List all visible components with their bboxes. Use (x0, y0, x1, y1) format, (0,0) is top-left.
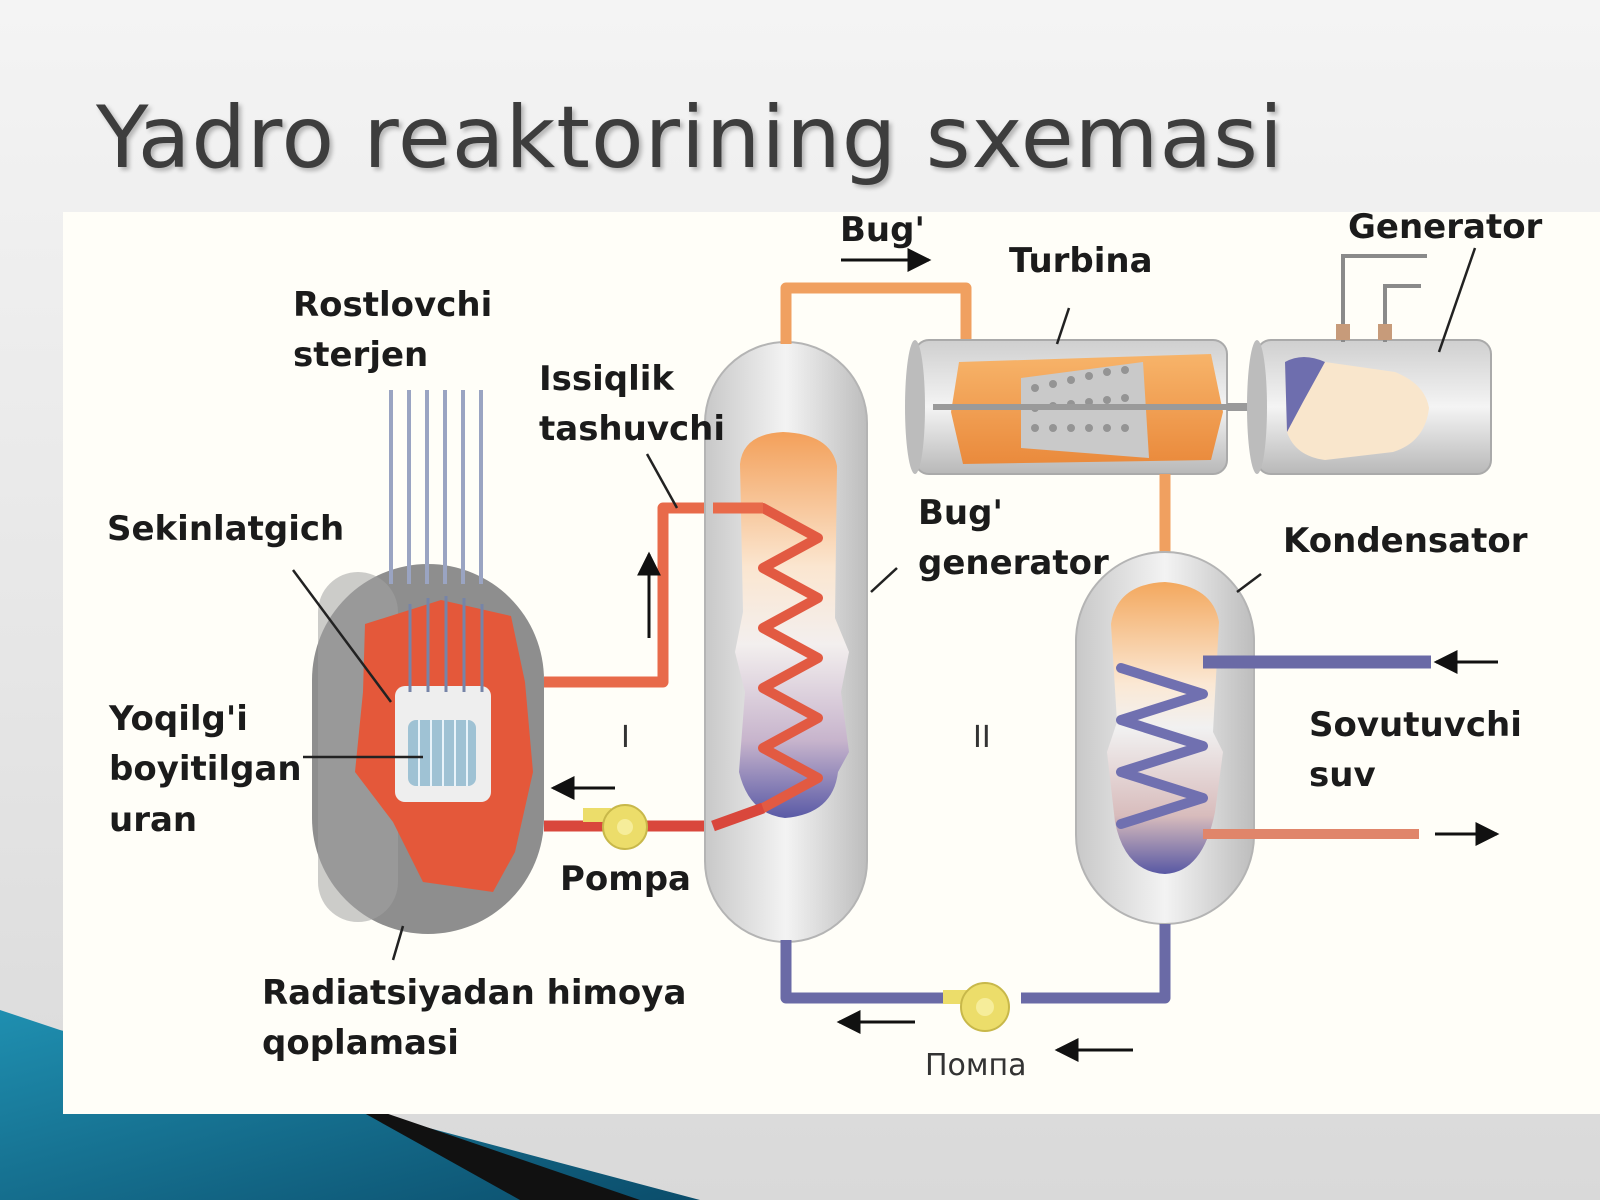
label-condenser: Kondensator (1283, 521, 1528, 561)
condenser-vessel (1075, 551, 1431, 925)
primary-pump (583, 804, 648, 850)
label-steam: Bug' (840, 210, 925, 250)
steam-pipe (780, 282, 972, 344)
secondary-return-pipes (780, 924, 1171, 1004)
reactor-schematic-graphic (291, 247, 1500, 1062)
turbine-unit (905, 339, 1257, 475)
label-pump: Pompa (560, 859, 691, 899)
label-cooling-water: Sovutuvchi suv (1309, 705, 1522, 796)
label-radiation-shield: Radiatsiyadan himoya qoplamasi (262, 973, 687, 1064)
label-circuit-one: I (621, 720, 630, 755)
label-generator: Generator (1348, 207, 1543, 247)
electric-generator (1227, 254, 1492, 475)
steam-generator-vessel (704, 341, 868, 943)
label-fuel: Yoqilg'i boyitilgan uran (109, 699, 302, 840)
label-pump-ru: Помпа (925, 1048, 1027, 1083)
slide-title: Yadro reaktorining sxemasi (96, 88, 1284, 188)
secondary-pump (943, 982, 1010, 1032)
reactor-diagram: Rostlovchi sterjen Issiqlik tashuvchi Bu… (63, 207, 1600, 1114)
reactor-vessel (312, 564, 544, 934)
control-rods (389, 390, 483, 584)
label-heat-carrier: Issiqlik tashuvchi (539, 359, 726, 450)
label-turbine: Turbina (1009, 241, 1153, 281)
leader-lines (291, 247, 1477, 961)
label-control-rod: Rostlovchi sterjen (293, 285, 493, 376)
label-circuit-two: II (973, 720, 991, 755)
label-moderator: Sekinlatgich (107, 509, 345, 549)
label-steam-generator: Bug' generator (918, 493, 1109, 584)
flow-arrows (550, 248, 1500, 1062)
primary-circuit-pipes (544, 502, 713, 832)
